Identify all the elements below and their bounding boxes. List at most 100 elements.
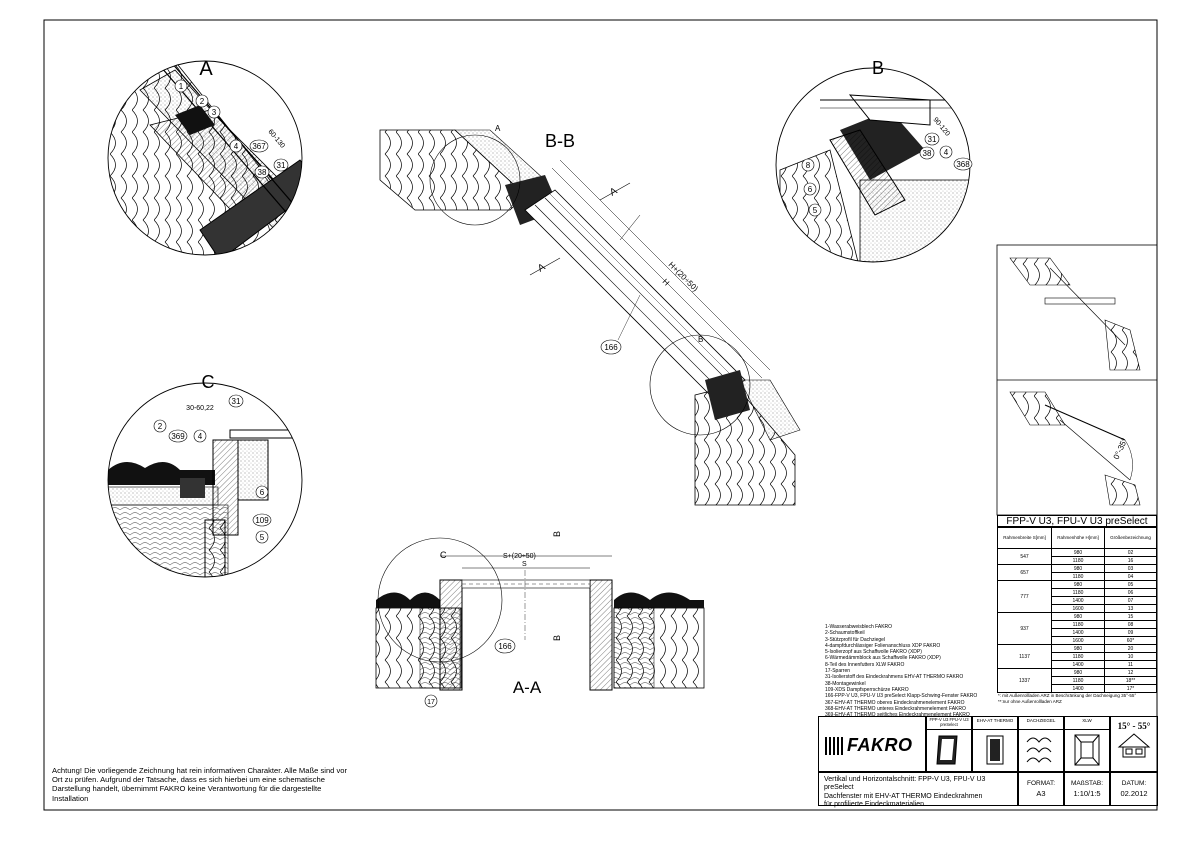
- callout-a-31: 31: [277, 161, 286, 170]
- legend-item: 1-Wasserabweisblech FAKRO: [825, 624, 893, 630]
- size-code-cell: 10: [1103, 652, 1158, 661]
- width-cell: 547: [996, 548, 1053, 565]
- callout-a-3: 3: [212, 108, 217, 117]
- preview-closed: [1009, 257, 1141, 371]
- legend-item: 367-EHV-AT THERMO oberes Eindeckrahmenel…: [825, 699, 965, 706]
- flashing-icon: [986, 735, 1004, 765]
- height-cell: 980: [1051, 564, 1105, 573]
- detail-b-callouts: 31 4 38 368 8 6 5 90-120: [801, 116, 973, 217]
- dim-s-total: S+(20÷50): [503, 553, 536, 560]
- size-code-cell: 13: [1103, 604, 1158, 613]
- height-cell: 1400: [1051, 684, 1105, 693]
- size-code-cell: 18**: [1103, 676, 1158, 685]
- desc-line-1: Vertikal und Horizontalschnitt: FPP-V U3…: [824, 776, 986, 792]
- desc-line-3: für profilierte Eindeckmaterialien: [824, 801, 924, 809]
- callout-a-2: 2: [200, 97, 205, 106]
- height-cell: 1400: [1051, 596, 1105, 605]
- section-aa-label: A-A: [513, 678, 542, 697]
- col-xlw-label: XLW: [1065, 717, 1109, 730]
- width-cell: 1337: [996, 668, 1053, 693]
- detail-b-label: B: [872, 58, 884, 78]
- legend-item: 6-Wärmedämmblock aus Schaffwolle FAKRO (…: [825, 655, 941, 662]
- legend-item: 166-FPP-V U3, FPU-V U3 preSelect Klapp-S…: [825, 693, 978, 700]
- callout-b-4: 4: [944, 148, 949, 157]
- table-header-height: Rahmenhöhe H[mm]: [1051, 527, 1105, 549]
- legend-item: 17-Sparren: [825, 668, 851, 675]
- callout-a-4: 4: [234, 142, 239, 151]
- col-flashing-label: EHV-AT THERMO: [973, 717, 1017, 730]
- width-cell: 777: [996, 580, 1053, 613]
- cut-b-top: B: [552, 531, 562, 537]
- scale-value: 1:10/1:5: [1073, 789, 1101, 798]
- scale-cell: MAßSTAB: 1:10/1:5: [1064, 772, 1110, 806]
- height-cell: 1400: [1051, 628, 1105, 637]
- section-bb-label: B-B: [545, 131, 575, 151]
- callout-166-aa: 166: [498, 642, 512, 651]
- size-code-cell: 20: [1103, 644, 1158, 653]
- detail-a-callouts: 1 2 3 4 367 31 38 60-130: [174, 79, 289, 179]
- col-tile-label: DACHZIEGEL: [1019, 717, 1063, 730]
- height-cell: 1600: [1051, 604, 1105, 613]
- callout-166-main: 166: [604, 343, 618, 352]
- height-cell: 1180: [1051, 572, 1105, 581]
- col-window-label: FPP-V U3 FPU-V U3 preSelect: [927, 717, 971, 730]
- callout-c-2: 2: [158, 422, 163, 431]
- brand-name: FAKRO: [847, 735, 913, 755]
- size-code-cell: 08: [1103, 620, 1158, 629]
- angle-label: 0°-35°: [1112, 437, 1130, 461]
- height-cell: 1180: [1051, 620, 1105, 629]
- legend-item: 38-Montagewinkel: [825, 680, 866, 687]
- callout-b-38: 38: [923, 149, 932, 158]
- format-value: A3: [1036, 789, 1046, 798]
- size-table-title: FPP-V U3, FPU-V U3 preSelect: [997, 515, 1157, 527]
- height-cell: 980: [1051, 612, 1105, 621]
- callout-a-38: 38: [258, 168, 267, 177]
- cut-a-left: A: [536, 262, 548, 275]
- size-code-cell: 16: [1103, 556, 1158, 565]
- table-footnote: *: mit Außenrollladen ARZ in Beschränkun…: [998, 693, 1158, 704]
- aa-detail-c-ref: C: [440, 550, 447, 560]
- dim-s: S: [522, 561, 527, 568]
- window-icon: [936, 735, 958, 765]
- detail-c: [108, 383, 302, 577]
- legend-item: 109-XDS Dampfsperrschürze FAKRO: [825, 686, 909, 693]
- legend-item: 2-Schaumstoffkeil: [825, 630, 865, 637]
- legend-item: 3-Stützprofil für Dachziegel: [825, 636, 886, 643]
- format-label: FORMAT:: [1026, 780, 1056, 787]
- title-block: FAKRO FPP-V U3 FPU-V U3 preSelect EHV-AT…: [818, 716, 1158, 809]
- callout-b-8: 8: [806, 161, 811, 170]
- footnote-2: **:nur ohne Außenrollladen ARZ: [998, 698, 1062, 704]
- legend-item: 31-Isolierstoff des Eindeckrahmens EHV-A…: [825, 674, 964, 681]
- detail-a-label: A: [199, 58, 213, 80]
- callout-c-31: 31: [232, 397, 241, 406]
- date-label: DATUM:: [1121, 780, 1147, 787]
- dim-h: H: [661, 277, 672, 288]
- brand-cell: FAKRO: [818, 716, 926, 772]
- callout-a-367: 367: [252, 142, 266, 151]
- dim-h-total: H+(20÷50): [667, 260, 700, 293]
- table-header-width: Rahmenbreite S[mm]: [996, 527, 1053, 549]
- callout-b-5: 5: [813, 206, 818, 215]
- height-cell: 1180: [1051, 588, 1105, 597]
- height-cell: 1180: [1051, 556, 1105, 565]
- height-cell: 1600: [1051, 636, 1105, 645]
- xlw-cell: XLW: [1064, 716, 1110, 772]
- house-icon: [1117, 733, 1151, 758]
- callout-a-1: 1: [179, 82, 184, 91]
- cut-b-bottom: B: [552, 635, 562, 641]
- callout-17: 17: [427, 699, 435, 706]
- height-cell: 980: [1051, 668, 1105, 677]
- callout-b-31: 31: [928, 135, 937, 144]
- flashing-cell: EHV-AT THERMO: [972, 716, 1018, 772]
- size-code-cell: 04: [1103, 572, 1158, 581]
- footnote-1: *: mit Außenrollladen ARZ in Beschränkun…: [998, 693, 1137, 698]
- size-code-cell: 07: [1103, 596, 1158, 605]
